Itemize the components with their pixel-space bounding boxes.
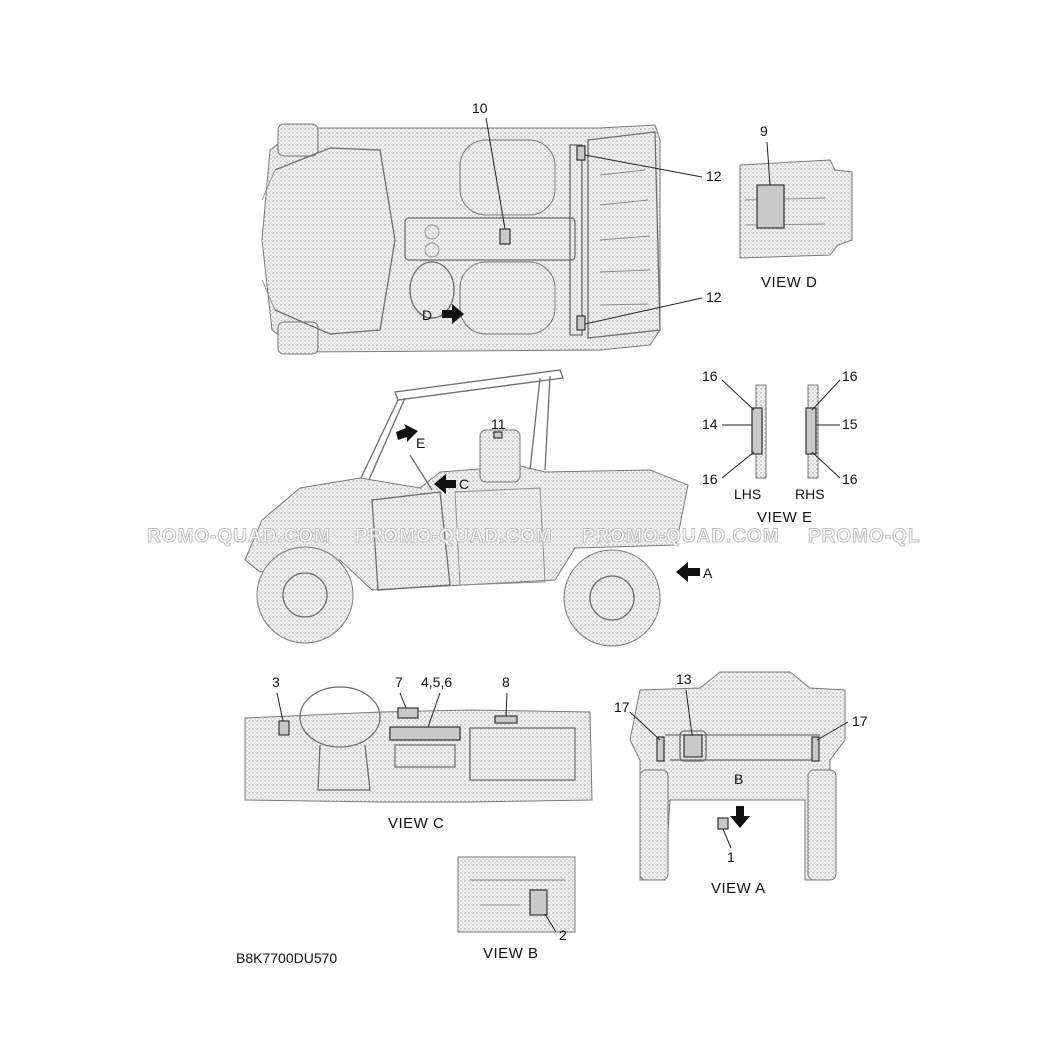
callout-2: 2	[559, 927, 567, 943]
lhs-label: LHS	[734, 486, 761, 502]
callout-7: 7	[395, 674, 403, 690]
view-c-callouts: 3 7 4,5,6 8 VIEW C	[272, 674, 510, 832]
top-view-callouts: 10 12 12 D	[422, 100, 722, 325]
arrow-a-icon	[676, 562, 700, 582]
arrow-b-icon	[730, 806, 750, 828]
top-view-vehicle	[261, 123, 661, 355]
view-c-dashboard	[244, 686, 593, 803]
callout-16-lhs-top: 16	[702, 368, 718, 384]
callout-12-top: 12	[706, 168, 722, 184]
arrow-label-d: D	[422, 307, 432, 323]
watermark: ROMO-QUAD.COM PROMO-QUAD.COM PROMO-QUAD.…	[147, 526, 921, 548]
callout-3: 3	[272, 674, 280, 690]
watermark-3: PROMO-QUAD.COM	[582, 526, 780, 547]
callout-16-lhs-bottom: 16	[702, 471, 718, 487]
callout-16-rhs-top: 16	[842, 368, 858, 384]
callout-17-left: 17	[614, 699, 630, 715]
rhs-label: RHS	[795, 486, 825, 502]
side-view-vehicle	[244, 369, 689, 647]
arrow-d-icon	[442, 304, 464, 324]
callout-15: 15	[842, 416, 858, 432]
callout-13: 13	[676, 671, 692, 687]
view-d-detail: 9 VIEW D	[739, 123, 853, 291]
watermark-2: PROMO-QUAD.COM	[355, 526, 553, 547]
view-b-detail: 2 VIEW B	[457, 856, 576, 962]
callout-4-5-6: 4,5,6	[421, 674, 452, 690]
callout-16-rhs-bottom: 16	[842, 471, 858, 487]
arrow-label-a: A	[703, 565, 713, 581]
callout-14: 14	[702, 416, 718, 432]
diagram-code: B8K7700DU570	[236, 950, 337, 966]
view-a-rear	[629, 671, 846, 881]
callout-8: 8	[502, 674, 510, 690]
callout-12-bottom: 12	[706, 289, 722, 305]
view-a-callouts: 17 17 13 B 1 VIEW A	[614, 671, 868, 897]
arrow-label-e: E	[416, 435, 425, 451]
arrow-label-b: B	[734, 771, 743, 787]
callout-17-right: 17	[852, 713, 868, 729]
arrow-c-icon	[434, 474, 456, 494]
watermark-1: ROMO-QUAD.COM	[147, 526, 331, 547]
callout-1: 1	[727, 849, 735, 865]
view-e-detail: 16 14 16 16 15 16 LHS RHS VIEW E	[702, 368, 858, 526]
side-view-callouts: 11 E C A	[396, 416, 713, 582]
view-d-title: VIEW D	[761, 274, 817, 291]
callout-11: 11	[491, 416, 506, 432]
callout-9: 9	[760, 123, 768, 139]
arrow-label-c: C	[459, 476, 469, 492]
view-c-title: VIEW C	[388, 815, 444, 832]
arrow-e-icon	[396, 424, 418, 442]
watermark-4: PROMO-QL	[808, 526, 921, 547]
callout-10: 10	[472, 100, 488, 116]
view-e-title: VIEW E	[757, 509, 813, 526]
view-a-title: VIEW A	[711, 880, 766, 897]
view-b-title: VIEW B	[483, 945, 539, 962]
